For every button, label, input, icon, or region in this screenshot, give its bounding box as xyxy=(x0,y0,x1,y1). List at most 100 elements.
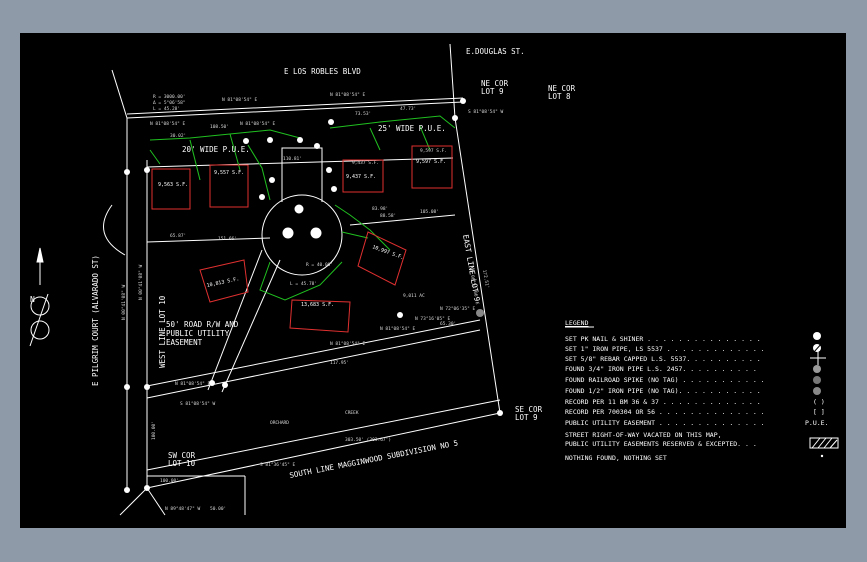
svg-text:100.00': 100.00' xyxy=(160,478,179,484)
svg-text:SET 1" IRON PIPE, LS 5537 . .: SET 1" IRON PIPE, LS 5537 . . . . . . . … xyxy=(565,345,765,353)
se-cor-lot9-label: SE COR LOT 9 xyxy=(515,405,547,422)
svg-text:L = 45.28': L = 45.28' xyxy=(153,106,180,112)
svg-text:S 81°08'54" W: S 81°08'54" W xyxy=(468,109,504,115)
legend-item-set-pk-nail: SET PK NAIL & SHINER . . . . . . . . . .… xyxy=(565,332,821,343)
svg-text:N 81°08'54" E: N 81°08'54" E xyxy=(150,121,186,127)
svg-text:83.98': 83.98' xyxy=(372,206,388,212)
svg-text:N 81°08'54" E: N 81°08'54" E xyxy=(222,97,258,103)
svg-text:100.00': 100.00' xyxy=(151,421,157,440)
svg-text:SET PK NAIL & SHINER . . . . .: SET PK NAIL & SHINER . . . . . . . . . .… xyxy=(565,335,761,343)
svg-text:151.66': 151.66' xyxy=(218,236,237,242)
svg-text:88.58': 88.58' xyxy=(380,213,396,219)
svg-text:9,437 S.F.: 9,437 S.F. xyxy=(352,160,379,166)
parens-icon: ( ) xyxy=(813,398,825,406)
svg-text:RECORD PER 11 BM 36 & 37 . . .: RECORD PER 11 BM 36 & 37 . . . . . . . .… xyxy=(565,398,761,406)
legend-item-vacated: STREET RIGHT-OF-WAY VACATED ON THIS MAP,… xyxy=(565,431,839,449)
svg-text:N 81°08'54" E: N 81°08'54" E xyxy=(330,92,366,98)
svg-text:FOUND 1/2" IRON PIPE (NO TAG).: FOUND 1/2" IRON PIPE (NO TAG). . . . . .… xyxy=(565,387,761,395)
svg-text:47.73': 47.73' xyxy=(400,106,416,112)
legend-item-set-rebar: SET 5/8" REBAR CAPPED L.S. 5537. . . . .… xyxy=(565,351,826,365)
bearing-annotations: N 81°08'54" E N 81°08'54" E N 81°08'54" … xyxy=(121,92,504,512)
lot-label: 9,597 S.F. xyxy=(416,159,446,165)
boundary-lines xyxy=(111,43,501,516)
svg-text:R = 40.00': R = 40.00' xyxy=(306,262,333,268)
svg-text:N 81°08'54" E: N 81°08'54" E xyxy=(330,341,366,347)
svg-text:172.51': 172.51' xyxy=(481,269,490,289)
svg-text:9,597 S.F.: 9,597 S.F. xyxy=(420,148,447,154)
west-line-lot10-label: WEST LINE LOT 10 xyxy=(158,295,167,368)
legend-item-found-1-2-pipe: FOUND 1/2" IRON PIPE (NO TAG). . . . . .… xyxy=(565,387,821,395)
leader-curve xyxy=(103,204,126,256)
svg-text:N 89°48'47" W: N 89°48'47" W xyxy=(165,506,201,512)
lot-label: 10,813 S.F. xyxy=(206,276,240,289)
open-circle-icon xyxy=(813,332,821,340)
svg-text:30.02': 30.02' xyxy=(170,133,186,139)
los-robles-label: E LOS ROBLES BLVD xyxy=(284,67,361,76)
svg-text:105.08': 105.08' xyxy=(420,209,439,215)
legend-title: LEGEND xyxy=(565,319,589,327)
lot-outlines xyxy=(151,145,453,333)
svg-text:N 81°08'54" E: N 81°08'54" E xyxy=(175,381,211,387)
svg-text:65.30': 65.30' xyxy=(440,321,456,327)
easement-lines xyxy=(149,115,456,301)
found-pipe-icon xyxy=(813,365,821,373)
svg-text:N 72°06'35" E: N 72°06'35" E xyxy=(440,306,476,312)
legend-item-found-3-4-pipe: FOUND 3/4" IRON PIPE L.S. 2457. . . . . … xyxy=(565,365,821,373)
lot-label: 9,563 S.F. xyxy=(158,182,188,188)
svg-text:73.53': 73.53' xyxy=(355,111,371,117)
svg-text:PUBLIC UTILITY EASEMENTS RESER: PUBLIC UTILITY EASEMENTS RESERVED & EXCE… xyxy=(565,440,757,448)
svg-text:N 73°16'05" E: N 73°16'05" E xyxy=(415,316,451,322)
legend-item-record-bm: RECORD PER 11 BM 36 & 37 . . . . . . . .… xyxy=(565,398,825,406)
svg-text:PUBLIC UTILITY EASEMENT . . .: PUBLIC UTILITY EASEMENT . . . . . . . . … xyxy=(565,419,765,427)
svg-text:L = 45.78': L = 45.78' xyxy=(290,281,317,287)
legend-item-set-iron-pipe: SET 1" IRON PIPE, LS 5537 . . . . . . . … xyxy=(565,342,823,353)
svg-text:9,011 AC: 9,011 AC xyxy=(403,293,425,299)
svg-text:RECORD PER 700304 OR 56 . . .: RECORD PER 700304 OR 56 . . . . . . . . … xyxy=(565,408,765,416)
railroad-spike-icon xyxy=(813,376,821,384)
half-inch-pipe-icon xyxy=(813,387,821,395)
svg-text:N 00°41'08" W: N 00°41'08" W xyxy=(138,264,144,300)
legend-item-record-or: RECORD PER 700304 OR 56 . . . . . . . . … xyxy=(565,408,825,416)
legend-item-railroad-spike: FOUND RAILROAD SPIKE (NO TAG) . . . . . … xyxy=(565,376,821,384)
svg-text:S 81°36'45" E: S 81°36'45" E xyxy=(260,462,296,468)
legend-item-nothing-found: NOTHING FOUND, NOTHING SET xyxy=(565,454,824,462)
svg-text:Δ = 5°06'58": Δ = 5°06'58" xyxy=(153,100,186,106)
legend: LEGEND SET PK NAIL & SHINER . . . . . . … xyxy=(565,319,839,462)
svg-text:N 00°41'08" W: N 00°41'08" W xyxy=(121,284,127,320)
cad-drawing-canvas[interactable]: N 81°08'54" E N 81°08'54" E N 81°08'54" … xyxy=(20,33,846,528)
svg-text:65.87': 65.87' xyxy=(170,233,186,239)
svg-text:303.50' (303.67'): 303.50' (303.67') xyxy=(345,437,391,443)
svg-text:110.81': 110.81' xyxy=(283,156,302,162)
svg-text:108.50': 108.50' xyxy=(210,124,229,130)
south-line-label: SOUTH LINE MAGGINWOOD SUBDIVISION NO 5 xyxy=(289,438,459,480)
svg-text:CREEK: CREEK xyxy=(345,410,359,416)
road-easement-label: 50' ROAD R/W AND PUBLIC UTILITY EASEMENT xyxy=(166,320,243,347)
svg-text:ORCHARD: ORCHARD xyxy=(270,420,289,426)
svg-text:SET 5/8" REBAR CAPPED L.S. 55: SET 5/8" REBAR CAPPED L.S. 5537. . . . .… xyxy=(565,355,761,363)
svg-text:FOUND 3/4" IRON PIPE L.S. 245: FOUND 3/4" IRON PIPE L.S. 2457. . . . . … xyxy=(565,365,757,373)
plat-map: N 81°08'54" E N 81°08'54" E N 81°08'54" … xyxy=(29,43,839,516)
svg-text:P.U.E.: P.U.E. xyxy=(805,419,828,427)
svg-text:STREET RIGHT-OF-WAY VACATED ON: STREET RIGHT-OF-WAY VACATED ON THIS MAP, xyxy=(565,431,722,439)
ne-cor-lot9-label: NE COR LOT 9 xyxy=(481,79,513,96)
sw-cor-lot10-label: SW COR LOT 10 xyxy=(168,451,200,468)
lot-label: 9,557 S.F. xyxy=(214,170,244,176)
brackets-icon: [ ] xyxy=(813,408,825,416)
svg-text:R = 3000.00': R = 3000.00' xyxy=(153,94,186,100)
wide-pue-left-label: 20' WIDE P.U.E. xyxy=(182,145,250,154)
wide-pue-right-label: 25' WIDE P.U.E. xyxy=(378,124,446,133)
east-line-lot9-label: EAST LINE LOT 9 xyxy=(461,234,482,302)
svg-text:N 81°08'54" E: N 81°08'54" E xyxy=(240,121,276,127)
pilgrim-court-label: E PILGRIM COURT (ALVARADO ST) xyxy=(91,255,100,386)
svg-text:S 81°08'54" W: S 81°08'54" W xyxy=(180,401,216,407)
lot-label: 9,437 S.F. xyxy=(346,174,376,180)
north-arrow: N xyxy=(29,247,50,347)
legend-item-pue: PUBLIC UTILITY EASEMENT . . . . . . . . … xyxy=(565,419,828,427)
cul-de-sac xyxy=(261,147,343,276)
svg-text:FOUND RAILROAD SPIKE (NO TAG): FOUND RAILROAD SPIKE (NO TAG) . . . . . … xyxy=(565,376,765,384)
svg-text:50.00': 50.00' xyxy=(210,506,226,512)
svg-text:NOTHING FOUND, NOTHING SET: NOTHING FOUND, NOTHING SET xyxy=(565,454,667,462)
lot-label: 13,683 S.F. xyxy=(301,302,334,308)
douglas-street-label: E.DOUGLAS ST. xyxy=(466,47,525,56)
ne-cor-lot8-label: NE COR LOT 8 xyxy=(548,84,580,101)
